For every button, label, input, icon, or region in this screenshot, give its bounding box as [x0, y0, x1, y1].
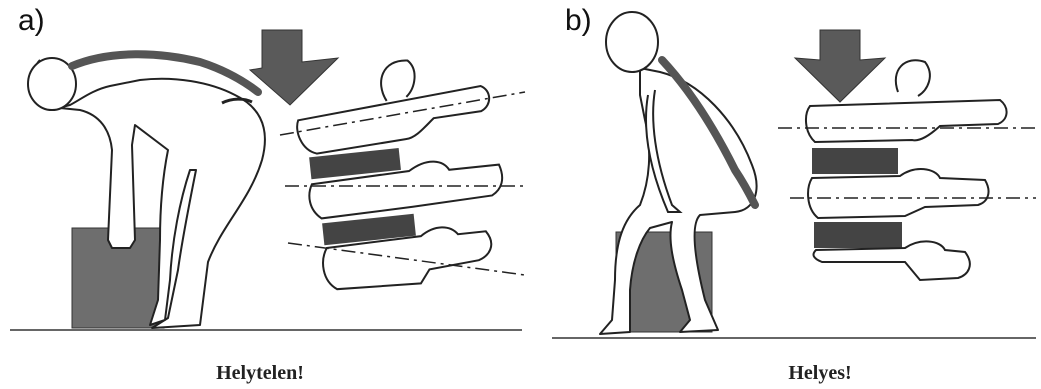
force-arrow-b	[795, 30, 885, 102]
disc-b-2	[814, 222, 902, 248]
person-b-head	[606, 12, 658, 72]
caption-b: Helyes!	[730, 362, 910, 385]
force-arrow-a	[250, 30, 338, 105]
vertebra-b-top	[806, 100, 1007, 142]
disc-b-1	[812, 148, 898, 174]
panel-a-figure	[10, 30, 525, 330]
vertebra-b-process-top	[896, 60, 930, 96]
vertebra-b-mid	[808, 169, 988, 218]
caption-a: Helytelen!	[170, 362, 350, 385]
panel-b-figure	[552, 12, 1036, 338]
vertebra-a-process-top	[379, 60, 417, 102]
